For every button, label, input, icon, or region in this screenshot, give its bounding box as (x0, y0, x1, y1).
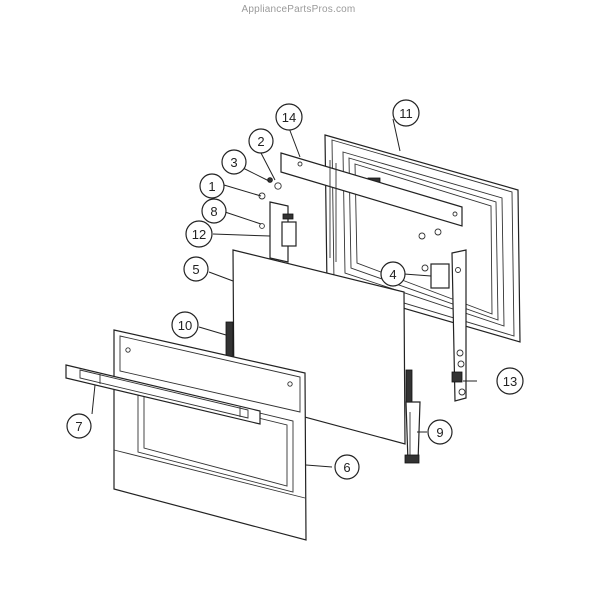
callout-13-label: 13 (503, 374, 517, 389)
callout-6-label: 6 (343, 460, 350, 475)
callout-6: 6 (334, 454, 360, 480)
callout-2-label: 2 (257, 134, 264, 149)
callout-3: 3 (221, 149, 247, 175)
callout-11-label: 11 (399, 106, 413, 121)
callout-5: 5 (183, 256, 209, 282)
callout-5-label: 5 (192, 262, 199, 277)
callout-2: 2 (248, 128, 274, 154)
door-handle (65, 364, 261, 425)
inner-panel-plate (280, 152, 463, 262)
hinge-spring (225, 321, 234, 361)
callout-7: 7 (66, 413, 92, 439)
outer-door-panel (113, 329, 307, 541)
right-hinge-assembly (430, 249, 467, 402)
callout-7-label: 7 (75, 419, 82, 434)
callout-10: 10 (171, 311, 199, 339)
watermark: AppliancePartsPros.com (241, 4, 356, 15)
callout-4: 4 (380, 261, 406, 287)
callout-4-label: 4 (389, 267, 396, 282)
callout-13: 13 (496, 367, 524, 395)
callout-12: 12 (185, 220, 213, 248)
leader-lines (91, 118, 477, 468)
callout-14-label: 14 (282, 110, 296, 125)
callout-8: 8 (201, 198, 227, 224)
callout-9: 9 (427, 419, 453, 445)
door-hardware (258, 177, 282, 229)
callout-9-label: 9 (436, 425, 443, 440)
left-hinge-bracket (269, 201, 297, 263)
callout-11: 11 (392, 99, 420, 127)
callout-8-label: 8 (210, 204, 217, 219)
door-hinge (404, 369, 421, 464)
callout-10-label: 10 (178, 318, 192, 333)
callout-1: 1 (199, 173, 225, 199)
callout-1-label: 1 (208, 179, 215, 194)
callout-12-label: 12 (192, 227, 206, 242)
callout-3-label: 3 (230, 155, 237, 170)
callout-14: 14 (275, 103, 303, 131)
